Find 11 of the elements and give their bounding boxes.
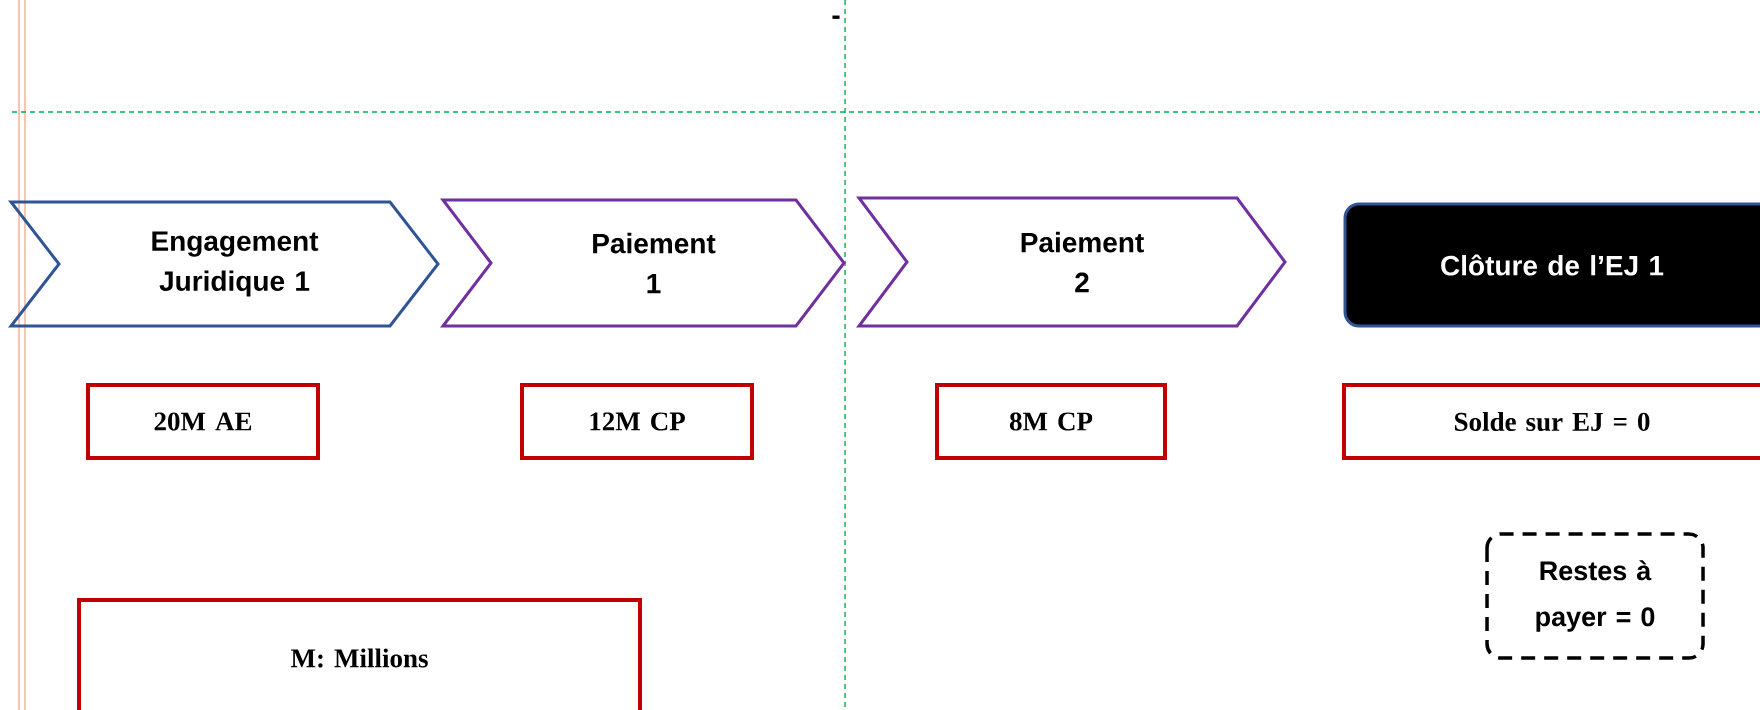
step-box: Paiement 2 bbox=[856, 196, 1287, 328]
dash-mark: - bbox=[832, 15, 840, 19]
value-box: Solde sur EJ = 0 bbox=[1342, 383, 1760, 460]
value-box: 8M CP bbox=[935, 383, 1167, 460]
value-box: 20M AE bbox=[86, 383, 320, 460]
step-box: Engagement Juridique 1 bbox=[7, 200, 440, 328]
value-box: M: Millions bbox=[77, 598, 642, 710]
step-box: Paiement 1 bbox=[440, 198, 846, 328]
rounded-box: Clôture de l’EJ 1 bbox=[1343, 202, 1760, 328]
value-box: 12M CP bbox=[520, 383, 754, 460]
dashed-box: Restes à payer = 0 bbox=[1485, 532, 1705, 660]
